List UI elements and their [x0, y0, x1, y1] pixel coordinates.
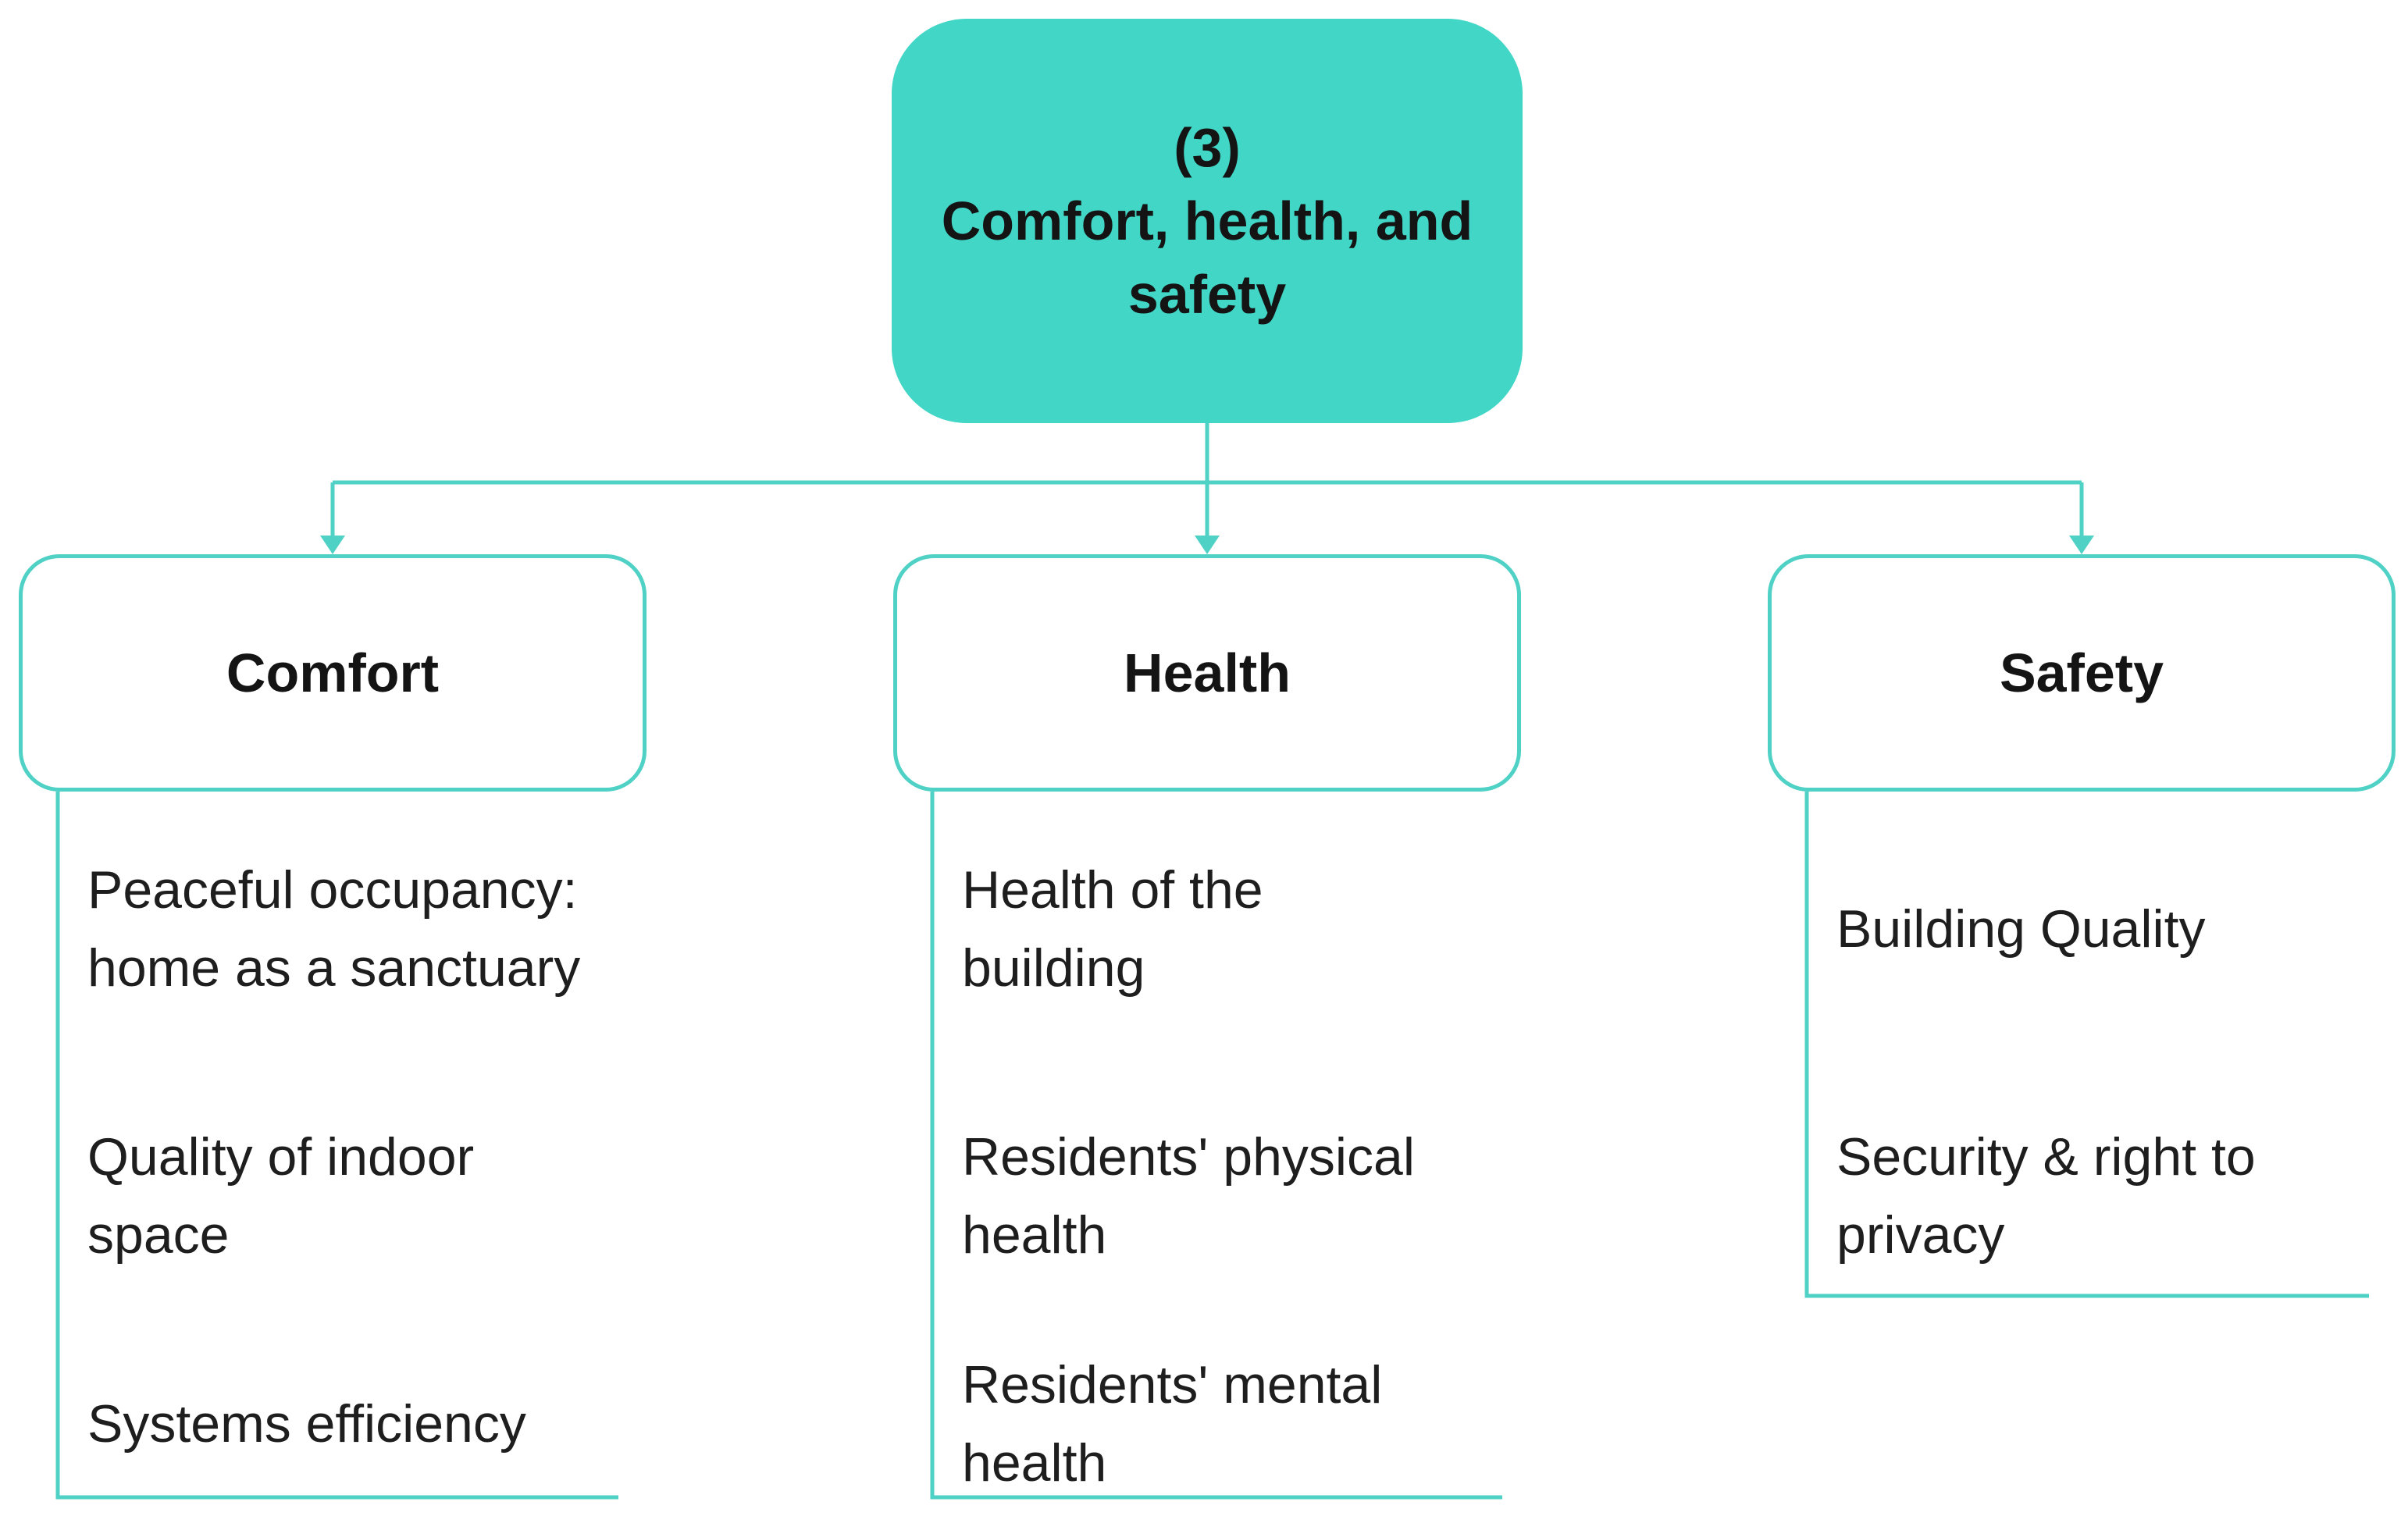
arrow-to-safety [2069, 482, 2094, 554]
arrow-to-health [1195, 482, 1220, 554]
arrow-to-comfort [320, 482, 345, 554]
root-number: (3) [1174, 117, 1241, 178]
safety-item-building-quality: Building Quality [1836, 899, 2206, 959]
category-health: Health [893, 554, 1521, 792]
safety-item-security-privacy: Security & right to privacy [1836, 1127, 2256, 1265]
comfort-item-bracket [55, 792, 618, 1500]
root-title-line2: safety [1127, 264, 1287, 325]
category-safety-label: Safety [1999, 642, 2164, 703]
category-safety: Safety [1768, 554, 2396, 792]
root-title-line1: Comfort, health, and [941, 190, 1473, 251]
safety-item-bracket [1804, 792, 2369, 1298]
category-health-label: Health [1124, 642, 1291, 703]
root-box-fill [892, 19, 1523, 423]
health-item-mental-health: Residents' mental health [962, 1355, 1383, 1493]
root-node: (3) Comfort, health, and safety [892, 19, 1523, 423]
health-item-physical-health: Residents' physical health [962, 1127, 1415, 1265]
comfort-item-systems-efficiency: Systems efficiency [87, 1394, 526, 1454]
health-item-bracket [930, 792, 1502, 1500]
category-comfort-label: Comfort [226, 642, 440, 703]
health-item-building-health: Health of the building [962, 860, 1263, 998]
comfort-item-peaceful-occupancy: Peaceful occupancy: home as a sanctuary [87, 860, 581, 998]
comfort-item-indoor-space: Quality of indoor space [87, 1127, 475, 1265]
category-comfort: Comfort [19, 554, 647, 792]
